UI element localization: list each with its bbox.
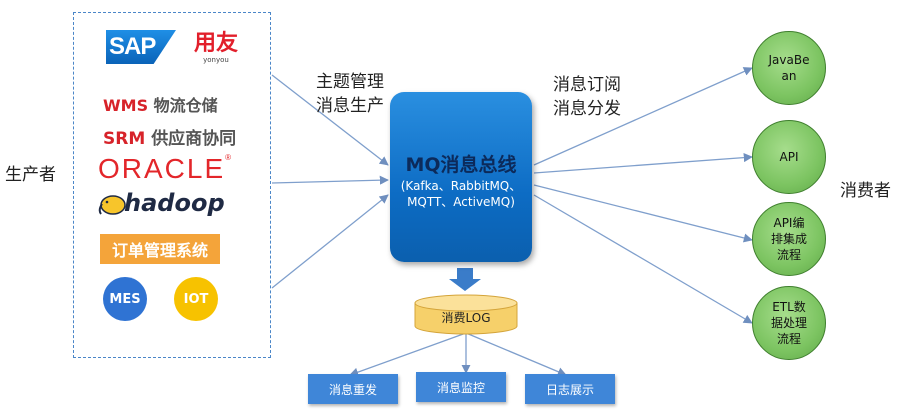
wms-logo: WMS 物流仓储 bbox=[103, 92, 218, 116]
wms-code: WMS bbox=[103, 96, 149, 115]
consumer-javabean: JavaBe an bbox=[752, 31, 826, 105]
elephant-icon bbox=[98, 195, 126, 215]
registered-mark: ® bbox=[225, 153, 232, 162]
producer-group bbox=[73, 12, 271, 358]
hub-title: MQ消息总线 bbox=[405, 154, 517, 176]
hub-subtitle: (Kafka、RabbitMQ、 MQTT、ActiveMQ) bbox=[400, 179, 522, 209]
mes-badge: MES bbox=[103, 277, 147, 321]
arrow-hub-to-log bbox=[449, 268, 481, 291]
consumer-side-label: 消费者 bbox=[840, 181, 891, 201]
arrow-producer-bottom bbox=[271, 194, 389, 289]
consumer-api: API bbox=[752, 120, 826, 194]
hadoop-logo: hadoop bbox=[98, 188, 225, 220]
consumer-etl: ETL数 据处理 流程 bbox=[752, 286, 826, 360]
left-flow-label: 主题管理 消息生产 bbox=[316, 70, 384, 118]
yonyou-logo: 用友 yonyou bbox=[191, 32, 241, 65]
arrow-consumer-4 bbox=[533, 194, 753, 324]
yonyou-logo-subtext: yonyou bbox=[203, 56, 229, 64]
arrow-producer-top bbox=[271, 74, 389, 166]
srm-code: SRM bbox=[103, 129, 146, 149]
srm-logo: SRM 供应商协同 bbox=[103, 124, 236, 149]
log-cylinder bbox=[414, 294, 518, 335]
producer-side-label: 生产者 bbox=[5, 165, 56, 185]
wms-text: 物流仓储 bbox=[153, 96, 218, 115]
mq-bus-hub: MQ消息总线 (Kafka、RabbitMQ、 MQTT、ActiveMQ) bbox=[390, 92, 532, 262]
consumer-api-orchestration: API编 排集成 流程 bbox=[752, 202, 826, 276]
flow-label-subscription: 消息订阅 bbox=[553, 75, 621, 95]
arrow-producer-mid bbox=[271, 175, 389, 185]
arrow-consumer-2 bbox=[533, 153, 753, 174]
flow-label-topic-management: 主题管理 bbox=[316, 72, 384, 92]
arrow-action-3 bbox=[465, 332, 567, 377]
right-flow-label: 消息订阅 消息分发 bbox=[553, 73, 621, 121]
hadoop-logo-text: hadoop bbox=[124, 189, 225, 217]
flow-label-message-production: 消息生产 bbox=[316, 96, 384, 116]
message-resend-box: 消息重发 bbox=[308, 374, 398, 404]
arrow-consumer-3 bbox=[533, 184, 753, 243]
oracle-logo: ORACLE® bbox=[98, 153, 231, 185]
flow-label-distribution: 消息分发 bbox=[553, 99, 621, 119]
message-monitor-box: 消息监控 bbox=[416, 372, 506, 402]
order-system-badge: 订单管理系统 bbox=[100, 234, 220, 264]
yonyou-logo-text: 用友 bbox=[193, 31, 238, 56]
arrow-action-1 bbox=[349, 332, 467, 377]
log-display-box: 日志展示 bbox=[525, 374, 615, 404]
oracle-logo-text: ORACLE bbox=[98, 153, 226, 184]
log-store-label: 消费LOG bbox=[441, 311, 491, 325]
srm-text: 供应商协同 bbox=[151, 129, 237, 149]
iot-badge: IOT bbox=[174, 277, 218, 321]
arrow-consumer-1 bbox=[533, 67, 753, 166]
